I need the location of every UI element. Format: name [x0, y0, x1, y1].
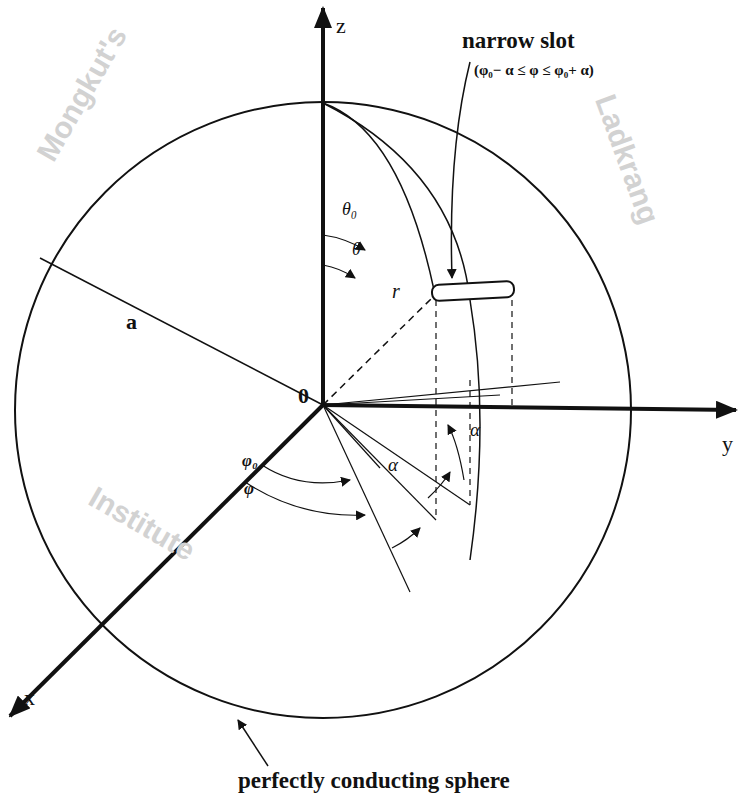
callout-label: narrow slot	[462, 28, 575, 53]
watermark: Institute	[84, 480, 202, 567]
angle-label: α	[388, 455, 398, 476]
callout-label: perfectly conducting sphere	[238, 768, 510, 793]
watermark: Mongkut's	[30, 21, 133, 166]
angle-label: θ₀	[342, 200, 357, 220]
origin-label: 0	[298, 384, 309, 408]
slot-range-note: (φ₀− α ≤ φ ≤ φ₀+ α)	[474, 62, 594, 79]
coordinate-label: r	[392, 280, 400, 302]
radius-label: a	[126, 310, 137, 334]
angle-label: θ	[352, 240, 361, 260]
angle-label: φ₀	[242, 452, 258, 471]
watermark: Ladkrang	[589, 90, 666, 228]
angle-label: φ	[244, 480, 254, 499]
axis-label: x	[24, 686, 35, 710]
angle-label: α	[470, 420, 480, 441]
axis-label: z	[336, 14, 346, 38]
axis-label: y	[722, 432, 733, 456]
